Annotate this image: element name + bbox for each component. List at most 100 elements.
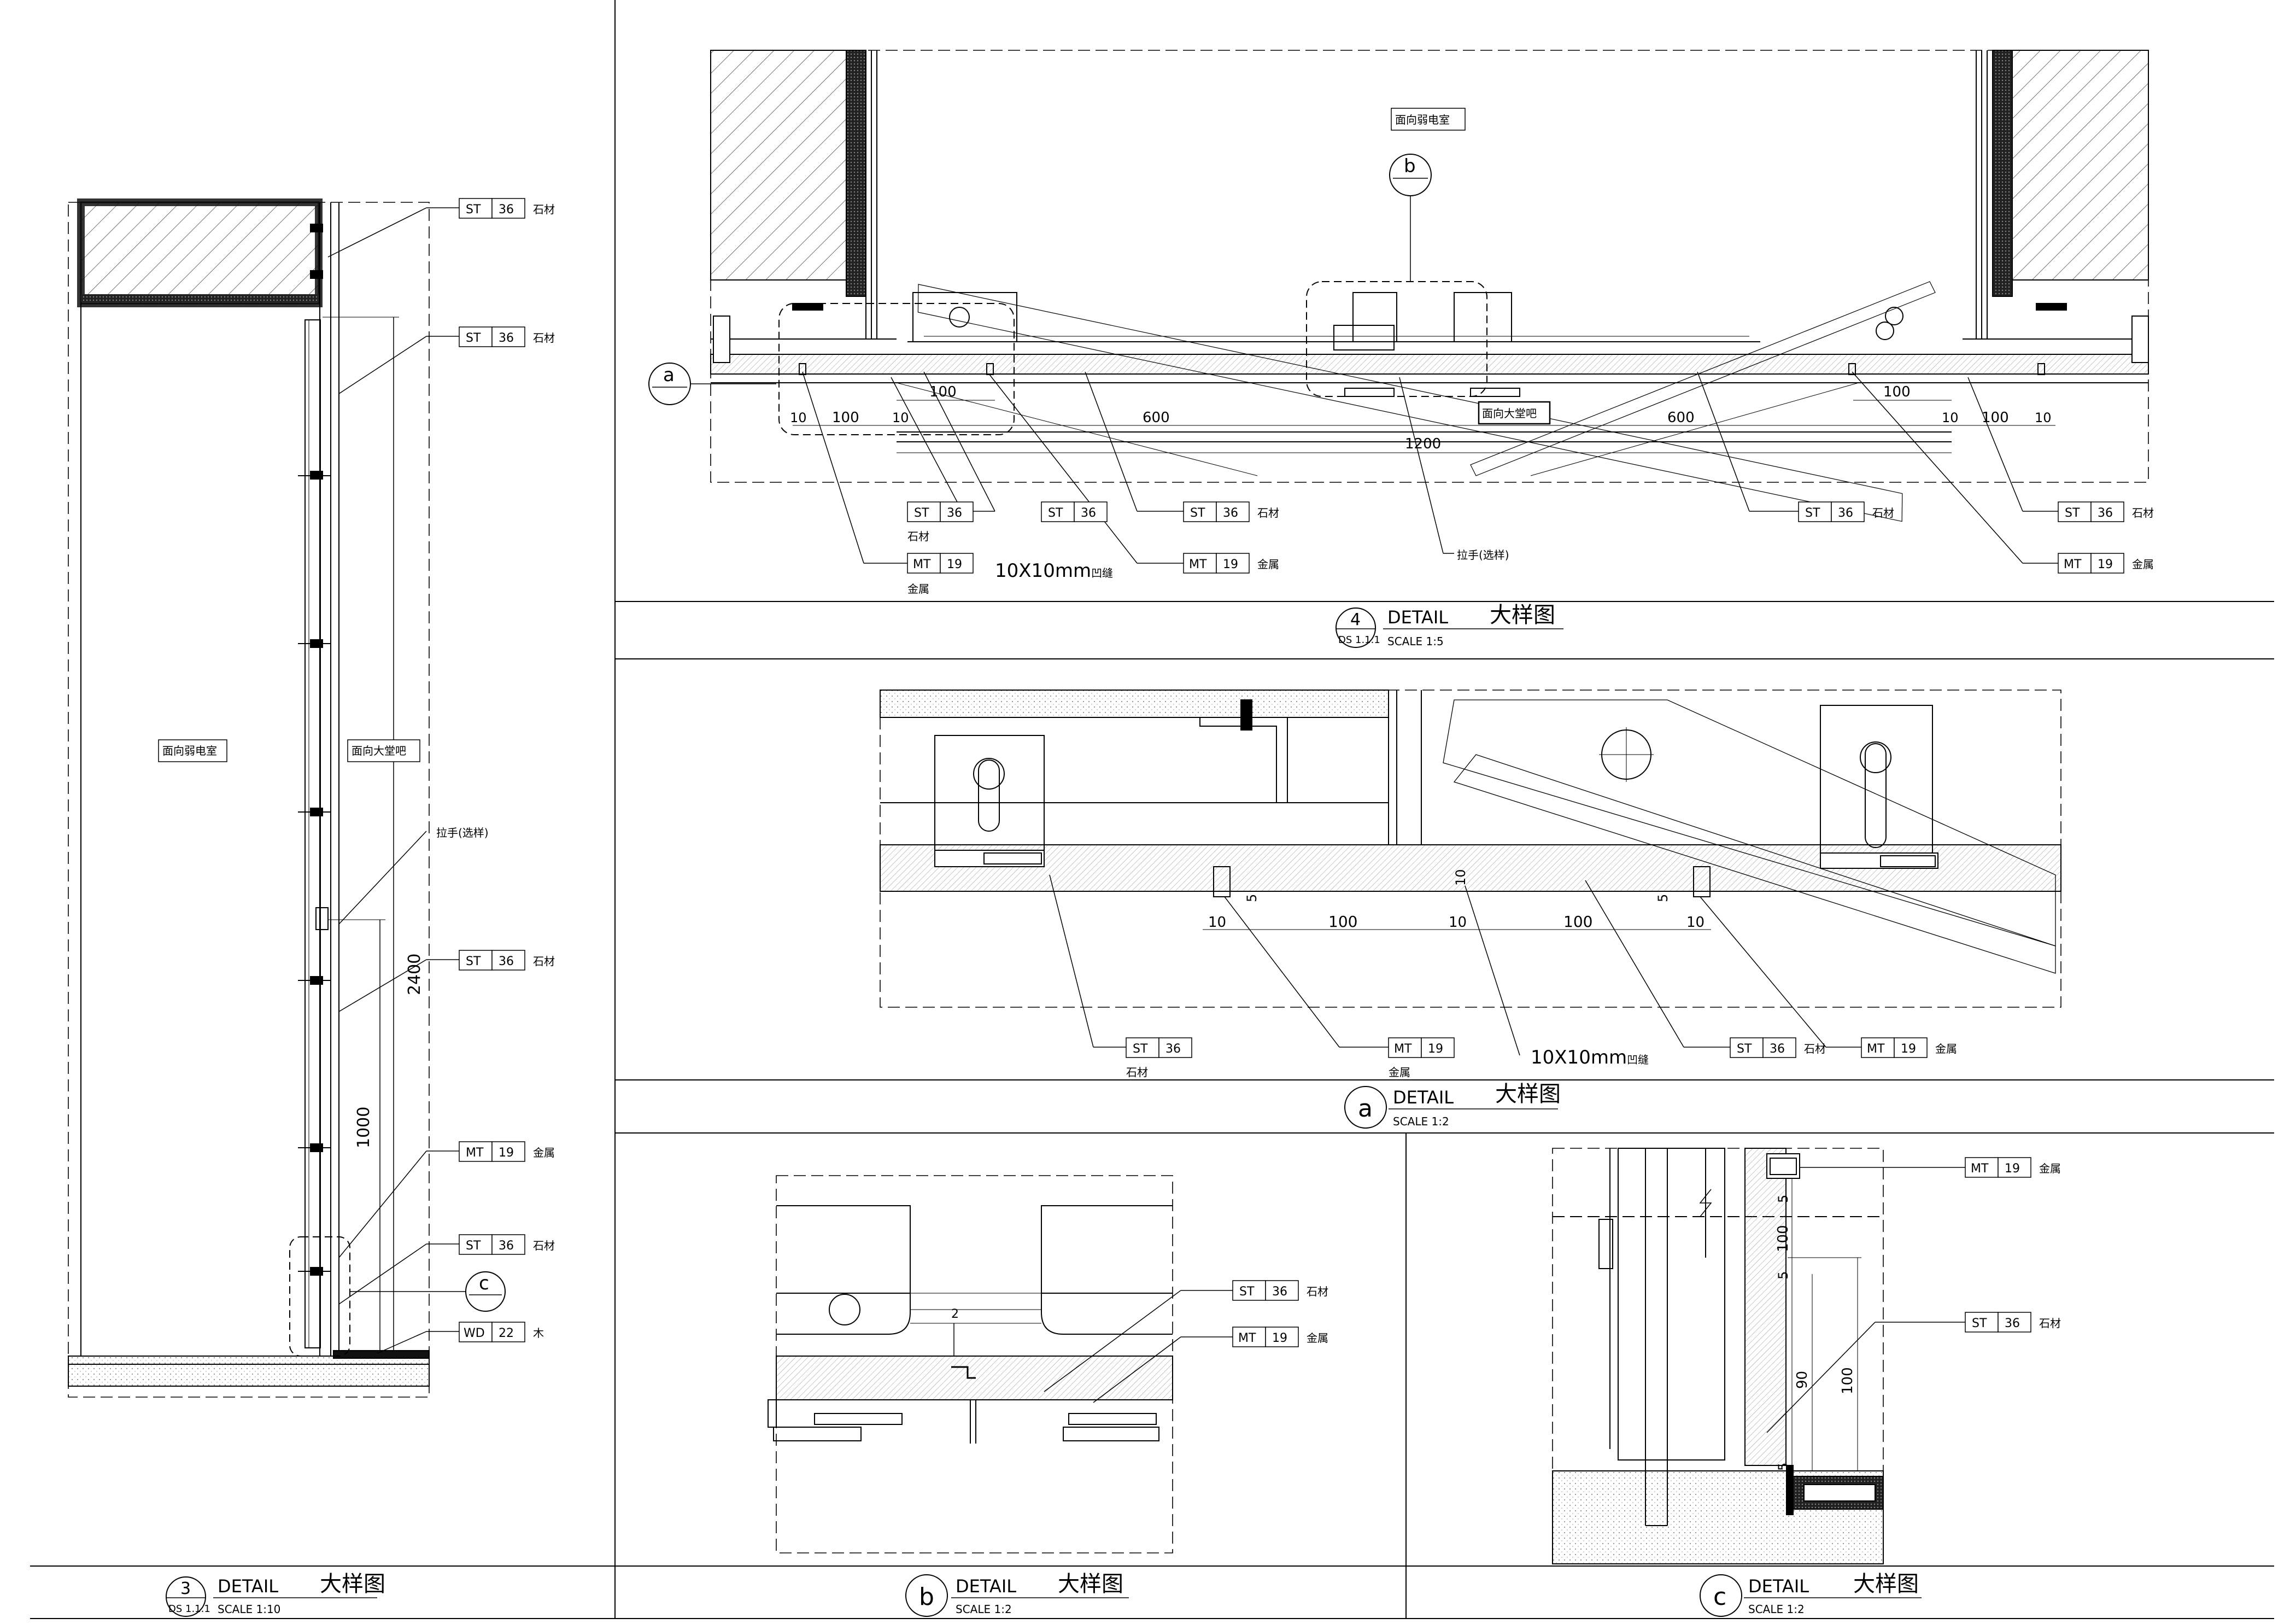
svg-text:ST: ST: [466, 331, 481, 345]
detail-4-labels: 面向弱电室 面向大堂吧 100 10 100 10 600 1200 600 1…: [790, 108, 2052, 452]
svg-text:大样图: 大样图: [320, 1572, 385, 1597]
svg-text:SCALE 1:2: SCALE 1:2: [1393, 1115, 1449, 1128]
svg-text:36: 36: [2098, 506, 2113, 520]
svg-text:DETAIL: DETAIL: [218, 1576, 278, 1597]
svg-text:4: 4: [1350, 610, 1361, 629]
room-label-lobby: 面向大堂吧: [352, 744, 406, 757]
svg-text:MT: MT: [1394, 1042, 1412, 1056]
svg-text:DETAIL: DETAIL: [1393, 1087, 1454, 1108]
svg-text:19: 19: [499, 1146, 514, 1160]
svg-text:19: 19: [1428, 1042, 1443, 1056]
svg-text:36: 36: [499, 203, 514, 217]
title-detail-3: 3 DS 1.1.1 DETAIL 大样图 SCALE 1:10: [166, 1572, 385, 1617]
svg-text:MT: MT: [2064, 558, 2082, 571]
svg-text:600: 600: [1667, 410, 1695, 426]
svg-text:DETAIL: DETAIL: [956, 1576, 1016, 1597]
svg-text:10: 10: [1686, 914, 1705, 931]
svg-text:ST: ST: [1737, 1042, 1752, 1056]
svg-text:ST: ST: [466, 203, 481, 217]
svg-text:5: 5: [1655, 894, 1671, 902]
detail-b-drawing: [768, 1175, 1173, 1553]
svg-text:a: a: [663, 364, 675, 386]
svg-text:大样图: 大样图: [1058, 1572, 1123, 1597]
svg-text:19: 19: [947, 558, 962, 571]
svg-text:b: b: [1404, 155, 1416, 177]
svg-text:100: 100: [1563, 913, 1592, 931]
groove-note-4: 10X10mm凹缝: [995, 560, 1113, 582]
svg-text:ST: ST: [466, 1239, 481, 1253]
detail-a-leaders: [1049, 874, 1861, 1056]
svg-text:拉手(选样): 拉手(选样): [1457, 548, 1509, 562]
svg-text:b: b: [919, 1583, 934, 1611]
svg-text:DETAIL: DETAIL: [1387, 607, 1448, 628]
svg-text:100: 100: [1883, 384, 1911, 400]
title-detail-4: 4 DS 1.1.1 DETAIL 大样图 SCALE 1:5: [1336, 603, 1563, 648]
svg-text:ST: ST: [1972, 1317, 1987, 1330]
svg-text:36: 36: [1165, 1042, 1181, 1056]
detail-c-leaders: [1766, 1167, 1965, 1433]
svg-text:36: 36: [1223, 506, 1238, 520]
svg-text:100: 100: [1840, 1367, 1856, 1394]
svg-text:石材: 石材: [533, 203, 555, 216]
svg-text:石材: 石材: [2132, 506, 2154, 519]
svg-text:MT: MT: [1189, 558, 1207, 571]
detail-4-drawing: [710, 50, 2149, 522]
room-label-weak-current: 面向弱电室: [162, 744, 217, 757]
svg-text:ST: ST: [914, 506, 929, 520]
svg-text:100: 100: [1775, 1225, 1791, 1252]
svg-text:5: 5: [1776, 1463, 1791, 1471]
detail-4-leaders: [802, 371, 2058, 564]
svg-text:金属: 金属: [2132, 558, 2154, 571]
svg-text:a: a: [1358, 1095, 1373, 1123]
svg-text:100: 100: [1328, 913, 1357, 931]
title-detail-b: b DETAIL 大样图 SCALE 1:2: [905, 1572, 1129, 1617]
svg-text:36: 36: [499, 955, 514, 968]
svg-text:100: 100: [929, 384, 957, 400]
svg-text:SCALE 1:2: SCALE 1:2: [1748, 1603, 1805, 1616]
svg-text:36: 36: [2005, 1317, 2020, 1330]
dim-2400: 2400: [405, 954, 424, 995]
svg-text:大样图: 大样图: [1495, 1082, 1561, 1107]
svg-text:36: 36: [947, 506, 962, 520]
svg-text:10: 10: [1453, 869, 1468, 886]
svg-text:DS 1.1.1: DS 1.1.1: [168, 1603, 210, 1615]
svg-text:19: 19: [1272, 1331, 1287, 1345]
svg-text:ST: ST: [2065, 506, 2080, 520]
svg-text:c: c: [479, 1272, 489, 1294]
svg-text:100: 100: [832, 410, 859, 426]
wall-brackets: [298, 224, 331, 1276]
svg-text:WD: WD: [464, 1327, 485, 1340]
detail-3-labels: 面向弱电室 面向大堂吧 2400 1000: [158, 739, 424, 1148]
svg-text:ST: ST: [1133, 1042, 1148, 1056]
svg-text:金属: 金属: [1257, 558, 1279, 571]
svg-text:600: 600: [1143, 410, 1170, 426]
svg-text:5: 5: [1776, 1195, 1791, 1203]
svg-text:面向弱电室: 面向弱电室: [1395, 113, 1450, 126]
svg-text:10X10mm凹缝: 10X10mm凹缝: [1531, 1047, 1649, 1068]
svg-text:c: c: [1713, 1583, 1726, 1611]
detail-a-labels: 10 100 10 100 10 5 5 10: [1208, 869, 1705, 931]
svg-text:ST: ST: [466, 955, 481, 968]
svg-text:36: 36: [1770, 1042, 1785, 1056]
svg-text:MT: MT: [466, 1146, 484, 1160]
dim-1000: 1000: [354, 1107, 373, 1148]
svg-text:SCALE 1:2: SCALE 1:2: [956, 1603, 1012, 1616]
svg-text:MT: MT: [1867, 1042, 1885, 1056]
handle-note-4: 拉手(选样): [1457, 548, 1509, 562]
svg-text:10: 10: [892, 410, 909, 425]
svg-text:MT: MT: [913, 558, 931, 571]
svg-text:大样图: 大样图: [1853, 1572, 1919, 1597]
svg-text:100: 100: [1982, 410, 2009, 426]
